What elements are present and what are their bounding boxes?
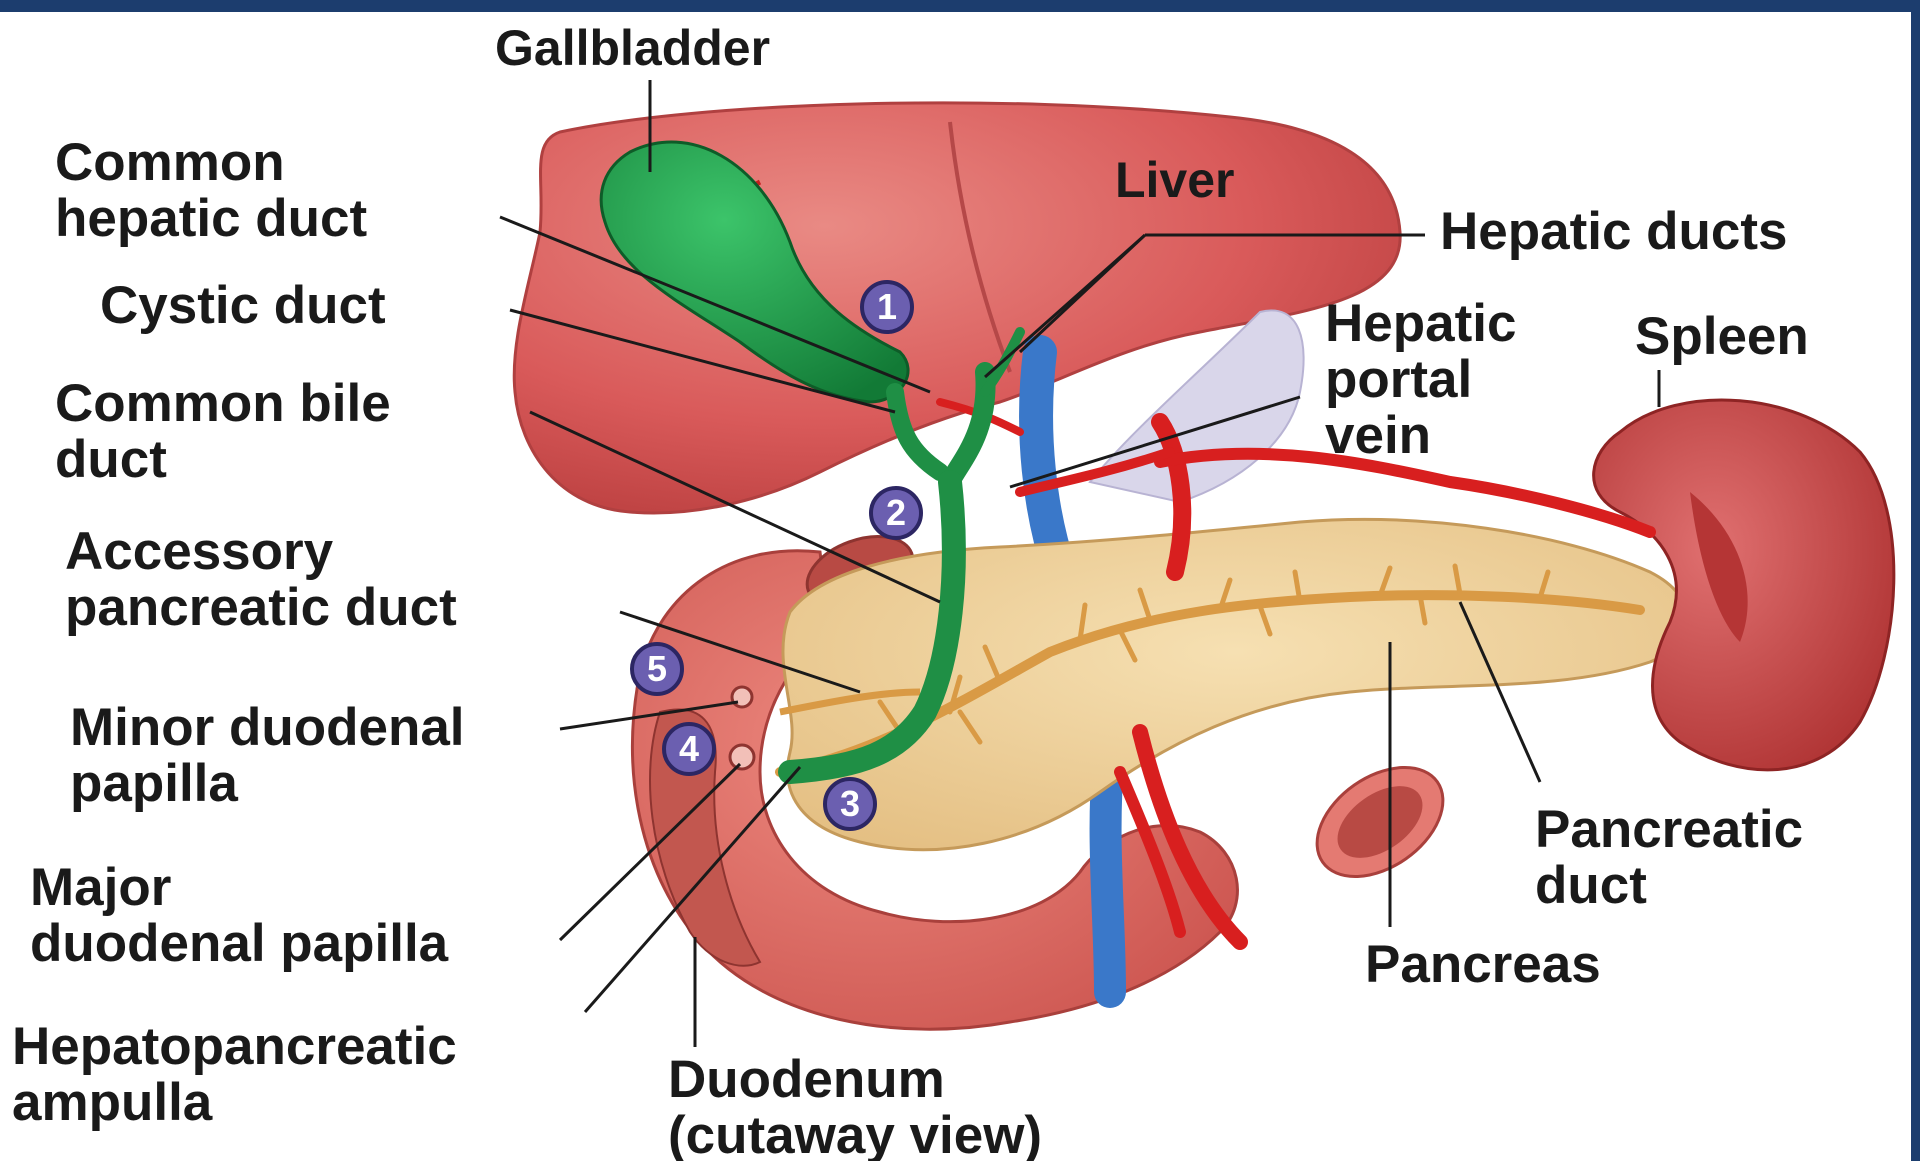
label-spleen: Spleen xyxy=(1635,309,1809,365)
hepatic-portal-vein-shape xyxy=(1036,352,1060,572)
label-pancreas: Pancreas xyxy=(1365,937,1601,993)
label-liver: Liver xyxy=(1115,152,1235,208)
label-minor-duodenal-papilla-line-1: Minor duodenal xyxy=(70,700,465,756)
label-minor-duodenal-papilla: Minor duodenal papilla xyxy=(70,700,465,812)
marker-3: 3 xyxy=(823,777,877,831)
label-duodenum-line-2: (cutaway view) xyxy=(668,1108,1042,1161)
label-hepatopancreatic-ampulla-line-2: ampulla xyxy=(12,1075,457,1131)
label-pancreatic-duct: Pancreatic duct xyxy=(1535,802,1803,914)
label-accessory-pancreatic-duct-line-1: Accessory xyxy=(65,524,457,580)
label-pancreatic-duct-line-2: duct xyxy=(1535,858,1803,914)
label-accessory-pancreatic-duct-line-2: pancreatic duct xyxy=(65,580,457,636)
label-major-duodenal-papilla-line-1: Major xyxy=(30,860,448,916)
label-hepatic-portal-vein-line-3: vein xyxy=(1325,408,1516,464)
label-duodenum-line-1: Duodenum xyxy=(668,1052,1042,1108)
label-gallbladder: Gallbladder xyxy=(495,20,770,76)
marker-1: 1 xyxy=(860,280,914,334)
marker-2: 2 xyxy=(869,486,923,540)
label-hepatic-portal-vein-line-2: portal xyxy=(1325,352,1516,408)
label-hepatic-portal-vein-line-1: Hepatic xyxy=(1325,296,1516,352)
label-hepatic-ducts: Hepatic ducts xyxy=(1440,204,1788,260)
label-cystic-duct: Cystic duct xyxy=(100,278,386,334)
marker-4: 4 xyxy=(662,722,716,776)
label-common-hepatic-duct-line-1: Common xyxy=(55,135,367,191)
label-common-bile-duct: Common bile duct xyxy=(55,376,391,488)
label-common-hepatic-duct-line-2: hepatic duct xyxy=(55,191,367,247)
label-minor-duodenal-papilla-line-2: papilla xyxy=(70,756,465,812)
label-hepatic-portal-vein: Hepatic portal vein xyxy=(1325,296,1516,464)
label-hepatopancreatic-ampulla: Hepatopancreatic ampulla xyxy=(12,1019,457,1131)
label-common-bile-duct-line-2: duct xyxy=(55,432,391,488)
marker-5: 5 xyxy=(630,642,684,696)
label-duodenum: Duodenum (cutaway view) xyxy=(668,1052,1042,1161)
label-major-duodenal-papilla: Major duodenal papilla xyxy=(30,860,448,972)
label-major-duodenal-papilla-line-2: duodenal papilla xyxy=(30,916,448,972)
diagram-canvas: 1 2 3 4 5 Gallbladder Common hepatic duc… xyxy=(0,12,1911,1161)
label-accessory-pancreatic-duct: Accessory pancreatic duct xyxy=(65,524,457,636)
minor-duodenal-papilla-shape xyxy=(732,687,752,707)
label-hepatopancreatic-ampulla-line-1: Hepatopancreatic xyxy=(12,1019,457,1075)
label-pancreatic-duct-line-1: Pancreatic xyxy=(1535,802,1803,858)
label-common-bile-duct-line-1: Common bile xyxy=(55,376,391,432)
major-duodenal-papilla-shape xyxy=(730,745,754,769)
label-common-hepatic-duct: Common hepatic duct xyxy=(55,135,367,247)
